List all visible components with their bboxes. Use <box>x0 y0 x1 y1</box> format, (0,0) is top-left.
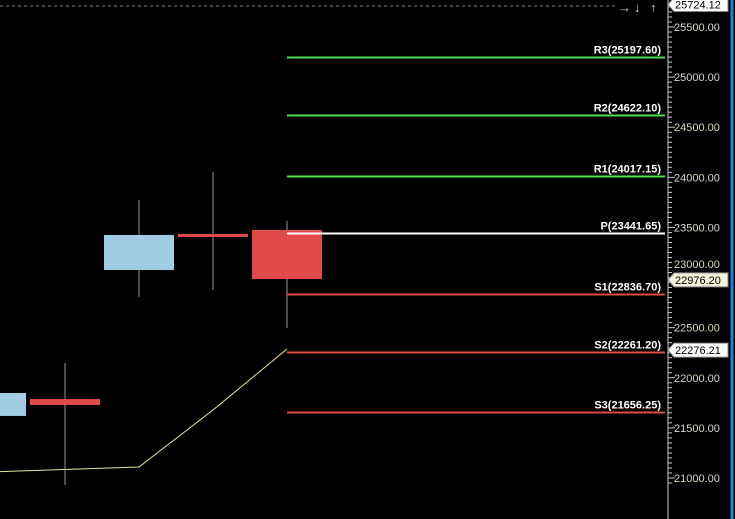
candle-body <box>0 393 26 416</box>
y-tick-label: 24000.00 <box>674 172 720 184</box>
pivot-label: P(23441.65) <box>600 221 661 233</box>
pivot-label: R1(24017.15) <box>594 164 662 176</box>
price-marker-box <box>667 272 729 288</box>
scroll-up-icon[interactable]: ↑ <box>650 0 657 15</box>
pivot-label: S2(22261.20) <box>594 340 661 352</box>
candle-body <box>30 399 100 406</box>
y-tick-label: 25000.00 <box>674 72 720 84</box>
y-tick-label: 21500.00 <box>674 423 720 435</box>
pivot-label: R3(25197.60) <box>594 45 662 57</box>
pivot-label: R2(24622.10) <box>594 103 662 115</box>
scroll-right-icon[interactable]: → <box>618 0 631 15</box>
candle-body <box>104 234 174 271</box>
candle-body <box>178 233 248 237</box>
pivot-label: S3(21656.25) <box>594 400 661 412</box>
y-tick-label: 25500.00 <box>674 22 720 34</box>
price-marker-label: 25724.12 <box>675 0 721 12</box>
price-marker-box <box>667 0 729 13</box>
price-marker-label: 22276.21 <box>675 345 721 357</box>
y-tick-label: 23000.00 <box>674 259 720 271</box>
price-marker: 25724.12 <box>667 0 729 13</box>
price-marker-label: 22976.20 <box>675 275 721 287</box>
scroll-down-icon[interactable]: ↓ <box>634 0 641 15</box>
price-marker: 22976.20 <box>667 272 729 288</box>
price-marker: 22276.21 <box>667 342 729 358</box>
y-tick-label: 23500.00 <box>674 222 720 234</box>
pivot-label: S1(22836.70) <box>594 282 661 294</box>
price-marker-box <box>667 342 729 358</box>
y-tick-label: 21000.00 <box>674 473 720 485</box>
average-line <box>0 348 288 473</box>
candle-body <box>252 229 322 280</box>
y-tick-label: 22500.00 <box>674 323 720 335</box>
y-tick-label: 22000.00 <box>674 373 720 385</box>
y-tick-label: 24500.00 <box>674 122 720 134</box>
